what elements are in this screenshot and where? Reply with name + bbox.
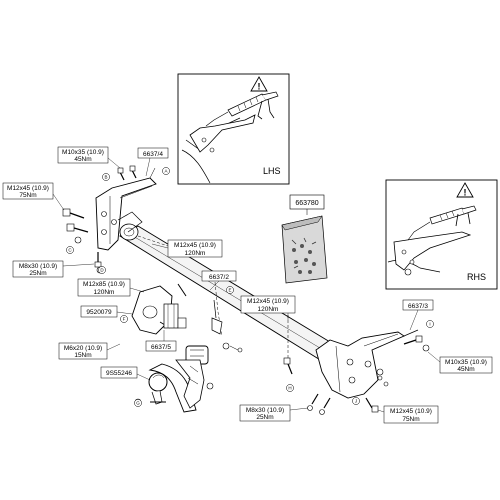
label-m12x45-left-torque: 75Nm	[19, 192, 36, 199]
callout-e: E	[226, 286, 234, 294]
callout-d: D	[98, 266, 106, 274]
svg-text:C: C	[68, 248, 72, 253]
label-6637-4: 6637/4	[143, 151, 163, 158]
label-m8x30-bottom-spec: M8x30 (10.9)	[246, 407, 284, 414]
right-side-bracket	[283, 329, 430, 415]
svg-text:I: I	[429, 322, 430, 327]
label-m6x20-torque: 15Nm	[74, 352, 91, 359]
label-m10x35-left-torque: 45Nm	[74, 156, 91, 163]
warning-icon: !	[250, 76, 268, 92]
svg-text:!: !	[258, 82, 261, 92]
label-m12x45-center-spec: M12x45 (10.9)	[174, 242, 216, 249]
callout-a: A	[162, 167, 170, 175]
label-m8x30-bottom-torque: 25Nm	[256, 414, 273, 421]
label-m10x35-right-spec: M10x35 (10.9)	[445, 359, 487, 366]
part-663780-label: 663780	[295, 200, 318, 207]
label-6637-2: 6637/2	[209, 274, 229, 281]
label-6637-5: 6637/5	[151, 344, 171, 351]
lhs-inset: ! LHS	[177, 73, 290, 185]
callout-b: B	[102, 173, 110, 181]
label-9S55246: 9S55246	[106, 370, 132, 377]
callout-h: H	[286, 384, 294, 392]
svg-text:!: !	[464, 188, 467, 198]
svg-text:E: E	[228, 288, 231, 293]
label-m12x85-spec: M12x85 (10.9)	[83, 281, 125, 288]
warning-icon-rhs: !	[456, 182, 474, 198]
callout-i: I	[426, 320, 434, 328]
label-m10x35-left-spec: M10x35 (10.9)	[62, 149, 104, 156]
caulking-gun-icon-rhs	[407, 205, 477, 241]
lhs-label: LHS	[263, 166, 281, 176]
center-socket-plate	[131, 283, 243, 353]
svg-text:J: J	[355, 399, 357, 404]
label-m8x30-left-spec: M8x30 (10.9)	[19, 263, 57, 270]
label-m12x45-left-spec: M12x45 (10.9)	[7, 185, 49, 192]
label-m12x45-center-torque: 120Nm	[185, 250, 206, 257]
towball-assembly	[134, 345, 214, 413]
label-6637-3: 6637/3	[408, 303, 428, 310]
svg-text:D: D	[100, 268, 104, 273]
label-m12x85-torque: 120Nm	[94, 289, 115, 296]
svg-text:H: H	[288, 386, 291, 391]
label-m12x45-bottom-spec: M12x45 (10.9)	[390, 408, 432, 415]
label-m6x20-spec: M6x20 (10.9)	[64, 345, 102, 352]
letter-callouts: A B C D E F G H I J	[66, 167, 434, 407]
label-m8x30-left-torque: 25Nm	[29, 270, 46, 277]
rhs-inset: ! RHS	[385, 179, 498, 290]
label-m10x35-right-torque: 45Nm	[457, 366, 474, 373]
svg-text:G: G	[136, 401, 140, 406]
label-m12x45-bottom-torque: 75Nm	[402, 416, 419, 423]
svg-text:F: F	[123, 317, 126, 322]
torque-labels: M10x35 (10.9) 45Nm 6637/4 M12x45 (10.9) …	[2, 146, 493, 424]
svg-text:B: B	[104, 175, 107, 180]
label-9520079: 9520079	[86, 309, 112, 316]
label-m12x45-right-torque: 120Nm	[258, 306, 279, 313]
callout-c: C	[66, 246, 74, 254]
rhs-label: RHS	[467, 272, 486, 282]
callout-j: J	[352, 397, 360, 405]
svg-text:A: A	[164, 169, 167, 174]
callout-f: F	[120, 315, 128, 323]
caulking-gun-icon	[205, 91, 279, 127]
callout-g: G	[134, 399, 142, 407]
label-m12x45-right-spec: M12x45 (10.9)	[247, 298, 289, 305]
left-side-bracket	[62, 165, 157, 274]
fixing-kit-bag: 663780	[281, 194, 328, 284]
